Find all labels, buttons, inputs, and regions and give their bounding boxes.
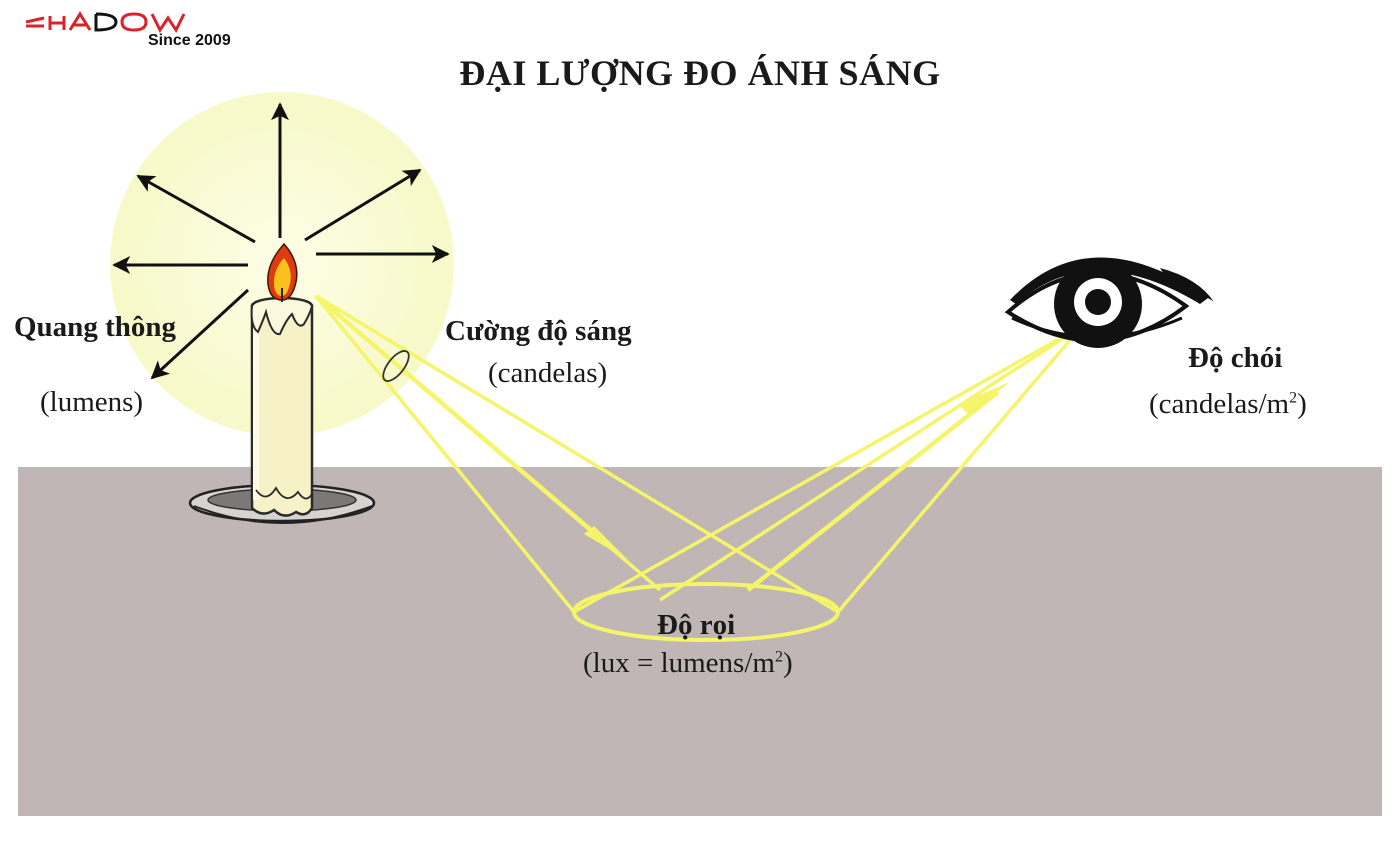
reflected-beams (573, 324, 1084, 614)
reflected-center-beam (746, 390, 1000, 592)
flux-arrow-lower-left (150, 288, 250, 380)
intensity-unit: (candelas) (488, 357, 608, 389)
incident-beam-arrowhead (584, 526, 628, 560)
flux-label: Quang thông (14, 311, 176, 343)
incident-center-beam (314, 294, 614, 550)
flux-arrow-upper-right (304, 168, 422, 242)
candle (250, 296, 314, 517)
diagram-title: ĐẠI LƯỢNG ĐO ÁNH SÁNG (459, 53, 941, 93)
flux-unit: (lumens) (40, 386, 144, 418)
flux-arrows (112, 102, 450, 380)
luminance-unit: (candelas/m2) (1149, 388, 1307, 420)
logo-mark (25, 11, 186, 33)
luminance-label: Độ chói (1188, 342, 1283, 374)
illuminance-label: Độ rọi (657, 609, 736, 641)
intensity-label: Cường độ sáng (445, 315, 632, 347)
flux-arrow-upper-left (136, 174, 256, 244)
logo-tagline: Since 2009 (148, 32, 231, 49)
reflected-beam-arrowhead (958, 382, 1010, 414)
solid-angle-mark (382, 350, 410, 382)
illuminance-unit: (lux = lumens/m2) (583, 647, 793, 679)
candle-flame (267, 242, 298, 302)
eye-icon (1004, 257, 1214, 348)
